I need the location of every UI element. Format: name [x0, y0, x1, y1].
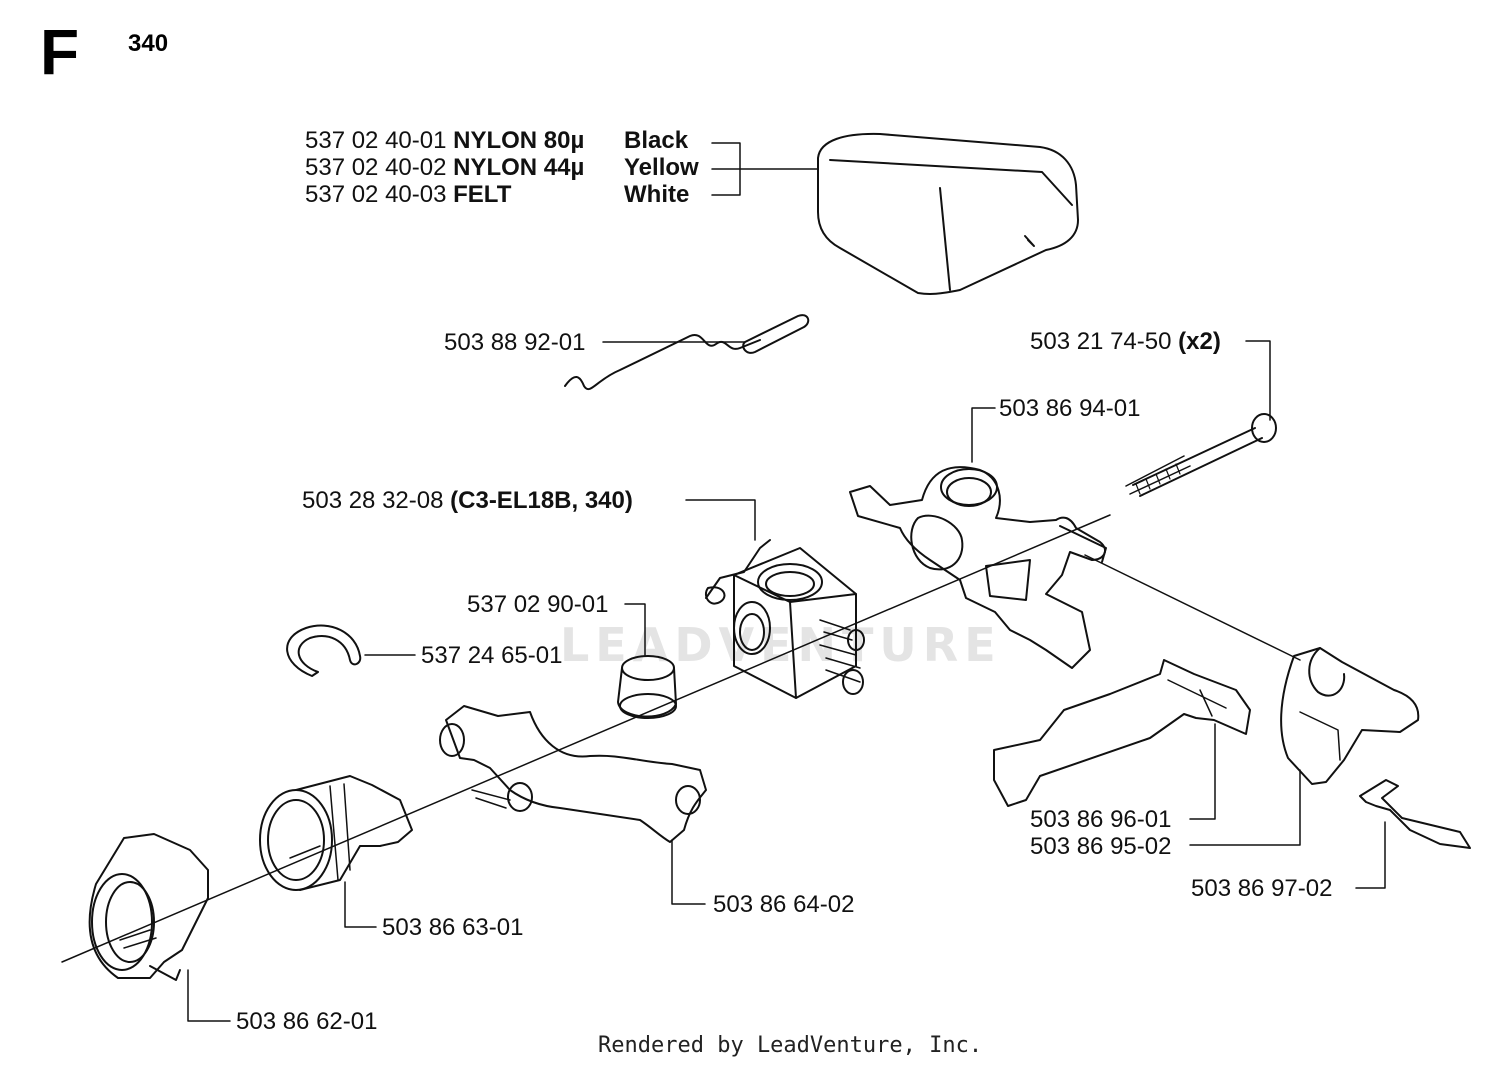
spring-clip-part: [1359, 779, 1471, 849]
label-intake-bracket[interactable]: 503 86 94-01: [999, 395, 1141, 422]
air-filter-row-1: 537 02 40-01 NYLON 80µ: [305, 129, 584, 153]
label-bolt[interactable]: 503 21 74-50 (x2): [1030, 330, 1221, 354]
label-bracket[interactable]: 503 86 64-02: [713, 891, 855, 918]
lever-part: [993, 659, 1251, 807]
bolt-part: [1125, 413, 1277, 497]
footer-credit: Rendered by LeadVenture, Inc.: [598, 1033, 983, 1058]
assembly-axis: [61, 514, 1301, 963]
material: NYLON 44µ: [453, 154, 585, 181]
label-wire[interactable]: 503 88 92-01: [444, 329, 586, 356]
label-handle[interactable]: 503 86 95-02: [1030, 833, 1172, 860]
quantity: (x2): [1178, 328, 1221, 355]
part-number: 537 02 40-02: [305, 154, 447, 181]
part-number: 537 02 40-01: [305, 127, 447, 154]
label-sleeve[interactable]: 537 02 90-01: [467, 591, 609, 618]
label-carburetor[interactable]: 503 28 32-08 (C3-EL18B, 340): [302, 489, 633, 513]
label-intake-hose[interactable]: 503 86 63-01: [382, 914, 524, 941]
intake-bracket-part: [849, 466, 1107, 669]
material: FELT: [453, 181, 512, 208]
carburetor-note: (C3-EL18B, 340): [450, 487, 633, 514]
air-filter-color-3: White: [624, 181, 690, 208]
air-filter-row-2: 537 02 40-02 NYLON 44µ: [305, 156, 584, 180]
section-letter: F: [40, 16, 80, 88]
model-number: 340: [128, 30, 169, 57]
part-number: 503 21 74-50: [1030, 328, 1172, 355]
part-number: 537 02 40-03: [305, 181, 447, 208]
bracket-part: [439, 705, 707, 843]
material: NYLON 80µ: [453, 127, 585, 154]
watermark: LEADVENTURE: [560, 618, 1002, 672]
sleeve-part: [617, 655, 677, 719]
carburetor-part: [704, 539, 865, 699]
part-number: 503 28 32-08: [302, 487, 444, 514]
flange-part: [88, 833, 209, 981]
label-lever[interactable]: 503 86 96-01: [1030, 806, 1172, 833]
label-circlip[interactable]: 537 24 65-01: [421, 642, 563, 669]
wire-part: [564, 314, 810, 391]
air-filter-color-1: Black: [624, 127, 689, 154]
air-filter-cover: [817, 132, 1079, 295]
label-spring-clip[interactable]: 503 86 97-02: [1191, 875, 1333, 902]
circlip-part: [286, 624, 362, 677]
label-flange[interactable]: 503 86 62-01: [236, 1008, 378, 1035]
handle-part: [1280, 647, 1420, 785]
intake-hose-part: [259, 775, 413, 891]
air-filter-row-3: 537 02 40-03 FELT: [305, 183, 511, 207]
air-filter-color-2: Yellow: [624, 154, 699, 181]
